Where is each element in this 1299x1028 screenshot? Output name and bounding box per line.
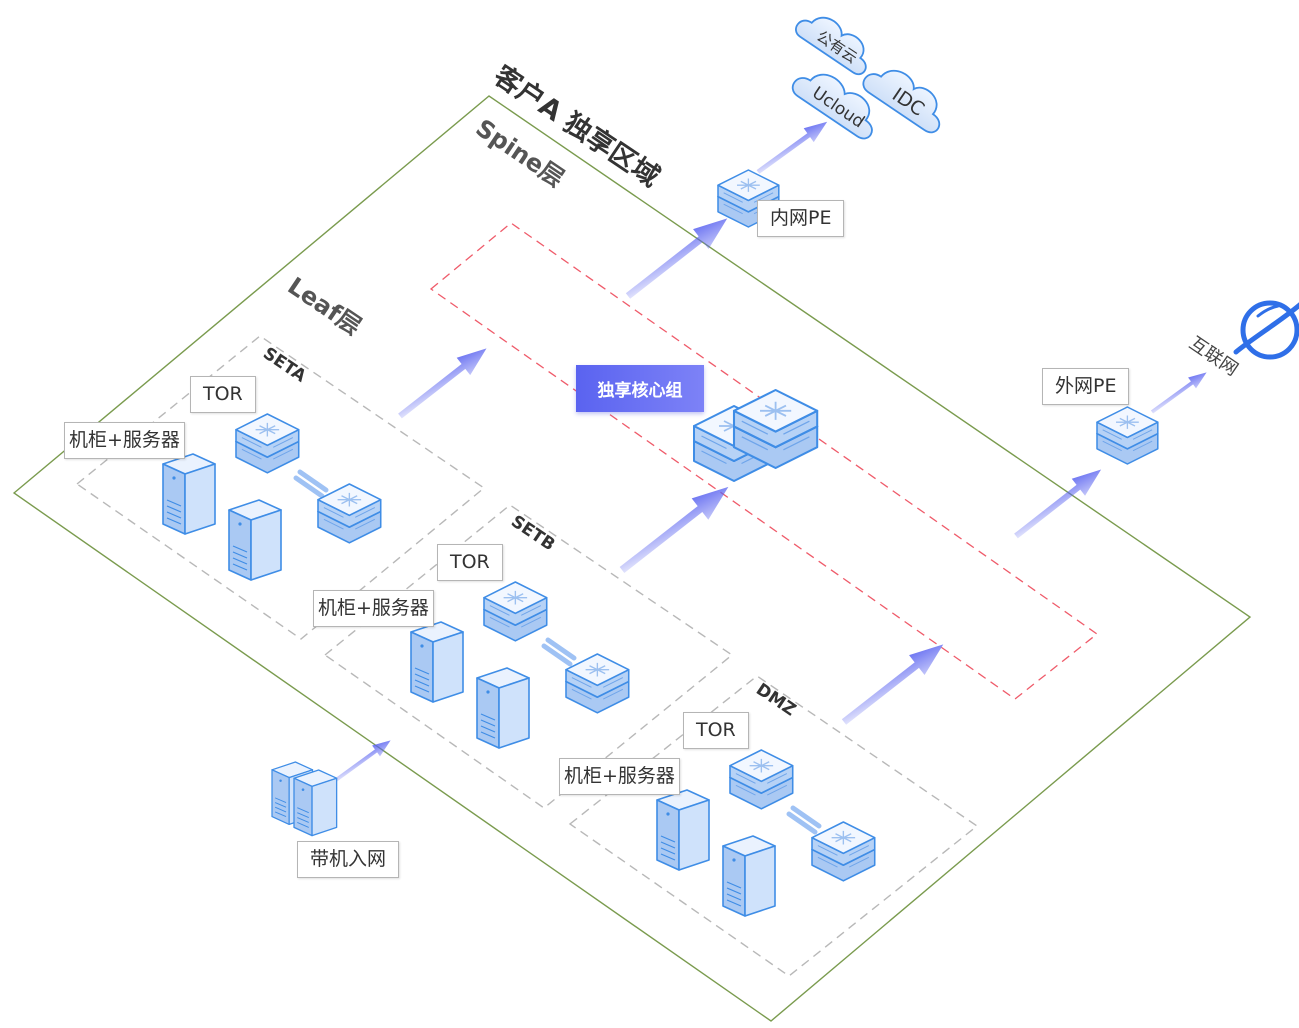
- dmz-label: DMZ: [752, 680, 799, 721]
- globe-icon: [1233, 300, 1299, 360]
- switch-icon: [235, 413, 300, 474]
- extranet-pe-label: 外网PE: [1042, 368, 1130, 405]
- arrow-icon: [393, 339, 494, 425]
- core-group-badge: 独享核心组: [576, 365, 704, 412]
- server-icon: [293, 769, 338, 837]
- switch-icon: [729, 749, 794, 810]
- switch-icon: [1096, 406, 1159, 465]
- link-arrow-icon: [293, 469, 329, 499]
- setb-rack-label: 机柜+服务器: [313, 590, 434, 627]
- server-icon: [722, 835, 776, 917]
- dmz-tor-label: TOR: [683, 712, 749, 749]
- switch-icon: [483, 581, 548, 642]
- link-arrow-icon: [541, 637, 577, 667]
- server-icon: [162, 453, 216, 535]
- dmz-area: [568, 675, 979, 977]
- arrow-icon: [620, 208, 736, 306]
- server-icon: [656, 789, 710, 871]
- arrow-icon: [332, 734, 395, 786]
- intranet-pe-label: 内网PE: [757, 200, 845, 237]
- seta-rack-label: 机柜+服务器: [64, 422, 185, 459]
- dmz-rack-label: 机柜+服务器: [559, 758, 680, 795]
- zone-title: 客户A 独享区域: [488, 59, 665, 193]
- arrow-icon: [613, 476, 737, 581]
- server-icon: [228, 499, 282, 581]
- link-arrow-icon: [786, 805, 822, 835]
- arrow-icon: [1148, 366, 1211, 418]
- switch-icon: [565, 653, 630, 714]
- core-group-area: [429, 222, 1099, 700]
- cloud-icon: 公有云: [795, 16, 867, 75]
- leaf-layer-label: Leaf层: [283, 272, 367, 341]
- seta-tor-label: TOR: [190, 376, 256, 413]
- arrow-icon: [836, 634, 952, 732]
- arrow-icon: [1009, 460, 1108, 545]
- setb-label: SETB: [507, 512, 558, 556]
- setb-tor-label: TOR: [437, 544, 503, 581]
- server-icon: [410, 621, 464, 703]
- server-icon: [476, 667, 530, 749]
- cloud-icon: IDC: [862, 70, 941, 134]
- switch-icon: [811, 821, 876, 882]
- arrow-icon: [752, 114, 833, 179]
- customer-zone-border: [12, 95, 1252, 1022]
- switch-icon: [317, 483, 382, 544]
- internet-label: 互联网: [1185, 333, 1242, 381]
- colocation-label: 带机入网: [297, 841, 400, 878]
- seta-label: SETA: [259, 344, 310, 387]
- cloud-icon: Ucloud: [791, 73, 873, 140]
